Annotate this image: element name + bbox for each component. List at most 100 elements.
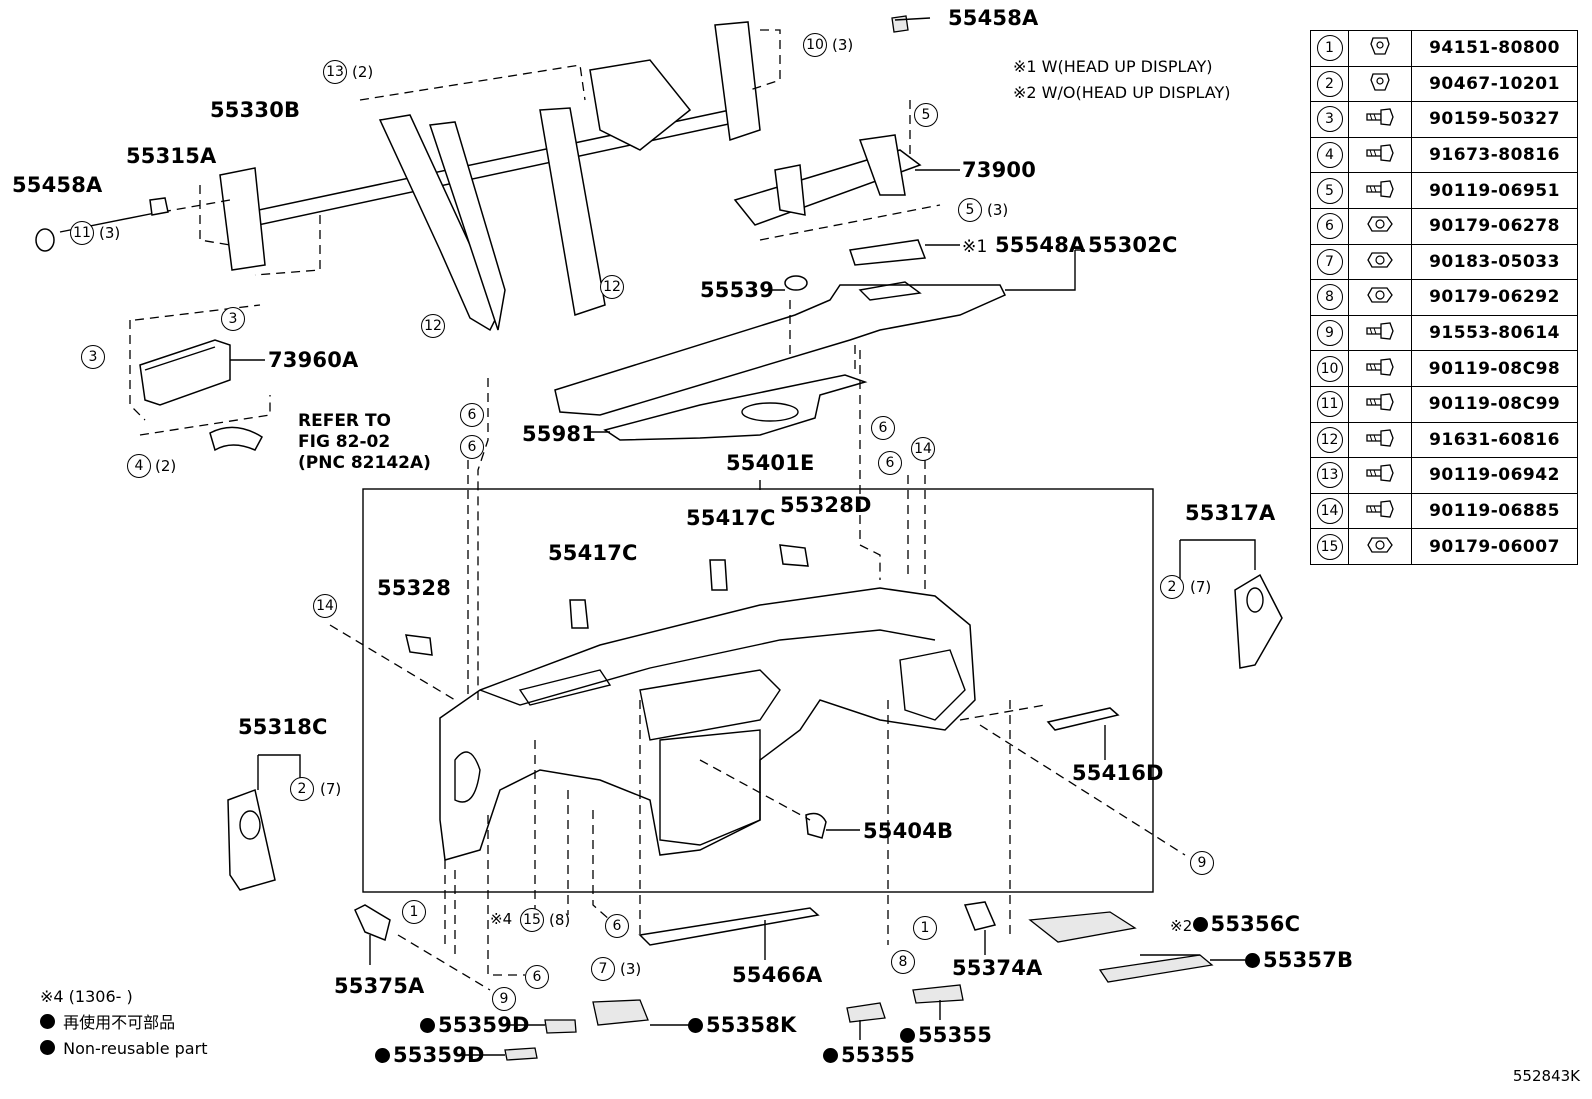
callout-9-bottom: 9 bbox=[492, 987, 516, 1011]
hardware-ref: 10 bbox=[1316, 355, 1343, 382]
nut-icon bbox=[1348, 243, 1412, 281]
panel-top-55302C bbox=[554, 239, 1007, 416]
reinforcement-frame bbox=[219, 21, 922, 332]
hardware-part-number: 90119-06942 bbox=[1411, 457, 1578, 494]
hardware-ref-cell: 10 bbox=[1310, 350, 1349, 387]
hardware-ref-cell: 7 bbox=[1310, 243, 1349, 281]
hardware-part-number: 90183-05033 bbox=[1411, 243, 1578, 281]
label-55417C-lower: 55417C bbox=[548, 541, 638, 565]
qty-15: (8) bbox=[549, 911, 571, 929]
label-55359D-lower: 55359D bbox=[375, 1045, 485, 1066]
label-55417C-upper: 55417C bbox=[686, 506, 776, 530]
nut-icon bbox=[1348, 279, 1412, 316]
hardware-ref-cell: 9 bbox=[1310, 314, 1349, 352]
bolt-icon bbox=[1348, 172, 1412, 209]
qty-5: (3) bbox=[987, 201, 1009, 219]
label-55355-upper: 55355 bbox=[900, 1025, 992, 1046]
label-55359D-upper: 55359D bbox=[420, 1015, 530, 1036]
callout-10: 10 bbox=[803, 33, 827, 57]
hardware-part-number: 90119-06885 bbox=[1411, 492, 1578, 530]
bolt-icon bbox=[1348, 101, 1412, 138]
callout-12-left: 12 bbox=[421, 314, 445, 338]
callout-6-f: 6 bbox=[525, 965, 549, 989]
hardware-ref-cell: 14 bbox=[1310, 492, 1349, 530]
callout-4: 4 bbox=[127, 454, 151, 478]
non-reusable-dot bbox=[420, 1018, 435, 1033]
label-55466A: 55466A bbox=[732, 963, 823, 987]
legend-jp-text: 再使用不可部品 bbox=[63, 1013, 176, 1032]
callout-6-a: 6 bbox=[460, 403, 484, 427]
label-55302C: 55302C bbox=[1088, 233, 1178, 257]
bottom-parts bbox=[354, 901, 1214, 1061]
label-55315A: 55315A bbox=[126, 144, 217, 168]
label-55358K-text: 55358K bbox=[706, 1013, 797, 1037]
bolt-icon bbox=[1348, 314, 1412, 352]
legend-en-text: Non-reusable part bbox=[63, 1039, 208, 1058]
hardware-part-number: 94151-80800 bbox=[1411, 30, 1578, 67]
hardware-ref-cell: 11 bbox=[1310, 385, 1349, 423]
assembly-frame-box bbox=[362, 488, 1154, 893]
callout-8: 8 bbox=[891, 950, 915, 974]
non-reusable-dot bbox=[900, 1028, 915, 1043]
callout-6-c: 6 bbox=[871, 416, 895, 440]
hardware-part-number: 90467-10201 bbox=[1411, 65, 1578, 103]
legend-jp: 再使用不可部品 bbox=[40, 1010, 207, 1036]
label-55401E: 55401E bbox=[726, 451, 815, 475]
hardware-part-number: 90159-50327 bbox=[1411, 101, 1578, 138]
callout-3-top: 3 bbox=[221, 307, 245, 331]
hardware-part-number: 90179-06292 bbox=[1411, 279, 1578, 316]
callout-2-right: 2 bbox=[1160, 575, 1184, 599]
hardware-part-number: 90119-08C99 bbox=[1411, 385, 1578, 423]
hardware-ref: 4 bbox=[1316, 142, 1343, 169]
upper-leader-lines bbox=[59, 29, 941, 436]
hardware-row: 7 90183-05033 bbox=[1310, 243, 1578, 281]
note-refer-to: REFER TO bbox=[298, 411, 391, 431]
non-reusable-dot bbox=[823, 1048, 838, 1063]
duct-55981 bbox=[603, 374, 868, 441]
nut-icon bbox=[1348, 528, 1412, 565]
small-parts-top bbox=[35, 15, 909, 291]
hardware-row: 3 90159-50327 bbox=[1310, 101, 1578, 138]
panel-leader-lines bbox=[329, 300, 1186, 991]
non-reusable-dot bbox=[40, 1014, 55, 1029]
label-55981: 55981 bbox=[522, 422, 597, 446]
hardware-part-number: 91631-60816 bbox=[1411, 421, 1578, 459]
hardware-ref: 5 bbox=[1316, 177, 1343, 204]
label-55375A: 55375A bbox=[334, 974, 425, 998]
clip-icon bbox=[1348, 65, 1412, 103]
label-73960A: 73960A bbox=[268, 348, 359, 372]
label-55358K: 55358K bbox=[688, 1015, 797, 1036]
qty-11: (3) bbox=[99, 224, 121, 242]
label-55416D: 55416D bbox=[1072, 761, 1164, 785]
non-reusable-dot bbox=[375, 1048, 390, 1063]
hardware-ref: 9 bbox=[1316, 320, 1343, 347]
hardware-ref: 8 bbox=[1316, 284, 1343, 311]
hardware-ref: 11 bbox=[1316, 391, 1343, 418]
label-55356C-text: 55356C bbox=[1210, 912, 1301, 936]
label-55328D: 55328D bbox=[780, 493, 872, 517]
hardware-row: 1 94151-80800 bbox=[1310, 30, 1578, 67]
label-55458A-top: 55458A bbox=[948, 6, 1039, 30]
callout-1-right: 1 bbox=[913, 916, 937, 940]
hardware-ref: 1 bbox=[1316, 35, 1343, 62]
label-55458A-left: 55458A bbox=[12, 173, 103, 197]
hardware-row: 4 91673-80816 bbox=[1310, 136, 1578, 174]
hardware-ref: 2 bbox=[1316, 70, 1343, 97]
non-reusable-dot bbox=[40, 1040, 55, 1055]
callout-11: 11 bbox=[70, 221, 94, 245]
hardware-part-number: 91673-80816 bbox=[1411, 136, 1578, 174]
bolt-icon bbox=[1348, 457, 1412, 494]
hardware-ref-cell: 4 bbox=[1310, 136, 1349, 174]
hardware-ref-cell: 13 bbox=[1310, 457, 1349, 494]
hardware-part-number: 90119-08C98 bbox=[1411, 350, 1578, 387]
callout-6-b: 6 bbox=[460, 435, 484, 459]
callout-5: 5 bbox=[958, 198, 982, 222]
callout-13: 13 bbox=[323, 60, 347, 84]
label-55330B: 55330B bbox=[210, 98, 301, 122]
hud-mark-1: ※1 bbox=[962, 237, 988, 257]
mark-4-note: ※4 bbox=[490, 910, 513, 928]
label-55539: 55539 bbox=[700, 278, 775, 302]
hardware-ref-cell: 3 bbox=[1310, 101, 1349, 138]
hardware-ref-cell: 5 bbox=[1310, 172, 1349, 209]
